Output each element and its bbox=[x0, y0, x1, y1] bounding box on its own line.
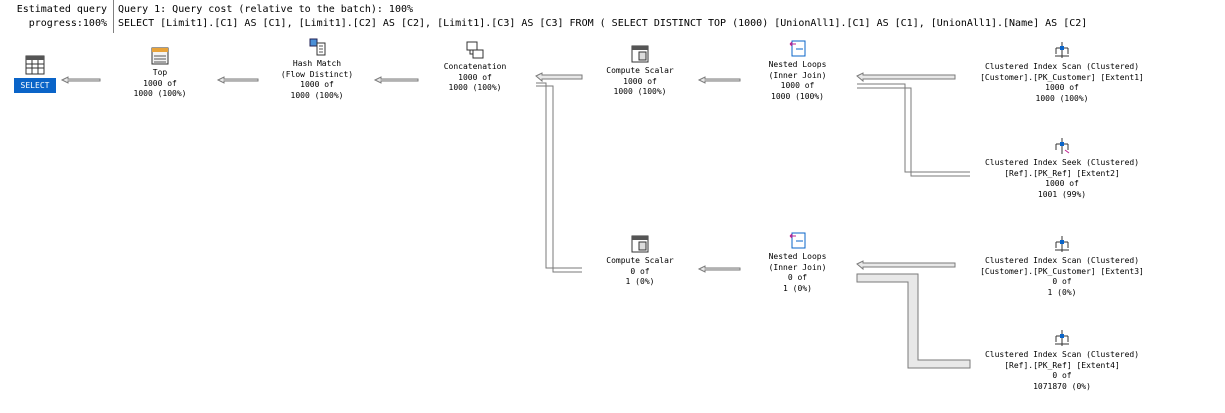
cs2-rows: 0 of bbox=[630, 266, 650, 276]
query-progress: Estimated query progress:100% bbox=[0, 0, 114, 33]
cs1-name: Compute Scalar bbox=[606, 66, 674, 75]
cis1-estimate: 1000 (100%) bbox=[1035, 93, 1089, 103]
hash-estimate: 1000 (100%) bbox=[290, 90, 344, 100]
clustered-index-scan-icon bbox=[1055, 42, 1069, 58]
seek-rows: 1000 of bbox=[1045, 179, 1079, 188]
top-rows: 1000 of bbox=[143, 78, 177, 88]
concat-rows: 1000 of bbox=[458, 72, 492, 82]
nl2-sub: (Inner Join) bbox=[768, 262, 827, 272]
arrow-scan-nl2 bbox=[856, 260, 971, 369]
nl2-estimate: 1 (0%) bbox=[783, 283, 812, 293]
concat-estimate: 1000 (100%) bbox=[448, 83, 502, 92]
node-clustered-index-seek[interactable]: Clustered Index Seek (Clustered) [Ref].[… bbox=[967, 136, 1157, 200]
top-operator-icon bbox=[151, 47, 169, 65]
nl1-rows: 1000 of bbox=[780, 81, 815, 90]
node-nested-loops-2[interactable]: Nested Loops (Inner Join) 0 of 1 (0%) bbox=[745, 230, 850, 294]
cs2-estimate: 1 (0%) bbox=[625, 277, 655, 286]
cis1-rows: 1000 of bbox=[1045, 83, 1079, 92]
nl2-rows: 0 of bbox=[787, 273, 808, 282]
cis3-object: [Customer].[PK_Customer] [Extent3] bbox=[980, 266, 1144, 276]
cis3-estimate: 1 (0%) bbox=[1047, 287, 1077, 297]
node-hash-match[interactable]: Hash Match (Flow Distinct) 1000 of 1000 … bbox=[262, 37, 372, 101]
cis3-name: Clustered Index Scan (Clustered) bbox=[984, 256, 1140, 265]
progress-line-2: progress:100% bbox=[28, 18, 107, 29]
cis4-rows: 0 of bbox=[1052, 371, 1072, 380]
node-compute-scalar-2[interactable]: Compute Scalar 0 of 1 (0%) bbox=[590, 234, 690, 288]
nested-loops-icon bbox=[789, 232, 805, 249]
top-name: Top bbox=[152, 68, 168, 77]
seek-estimate: 1001 (99%) bbox=[1037, 189, 1087, 199]
cs2-name: Compute Scalar bbox=[606, 256, 674, 265]
concatenation-icon bbox=[466, 41, 484, 59]
arrow-cs-concat bbox=[535, 72, 583, 273]
top-estimate: 1000 (100%) bbox=[133, 89, 187, 98]
node-concatenation[interactable]: Concatenation 1000 of 1000 (100%) bbox=[425, 40, 525, 94]
select-label[interactable]: SELECT bbox=[14, 78, 56, 93]
select-grid-icon bbox=[25, 55, 45, 75]
arrow-nl1-cs1 bbox=[697, 76, 741, 84]
clustered-index-scan-icon bbox=[1055, 330, 1069, 346]
hash-rows: 1000 of bbox=[300, 80, 334, 89]
cis3-rows: 0 of bbox=[1052, 277, 1072, 286]
compute-scalar-icon bbox=[631, 235, 649, 253]
concat-name: Concatenation bbox=[443, 62, 507, 71]
node-nested-loops-1[interactable]: Nested Loops (Inner Join) 1000 of 1000 (… bbox=[745, 38, 850, 102]
node-select[interactable] bbox=[18, 55, 52, 77]
nl2-name: Nested Loops bbox=[768, 252, 827, 261]
cis1-object: [Customer].[PK_Customer] [Extent1] bbox=[980, 72, 1144, 82]
hash-name: Hash Match bbox=[292, 59, 342, 68]
arrow-nl2-cs2 bbox=[697, 265, 741, 273]
node-clustered-index-scan-3[interactable]: Clustered Index Scan (Clustered) [Custom… bbox=[967, 234, 1157, 298]
cis1-name: Clustered Index Scan (Clustered) bbox=[984, 62, 1140, 71]
seek-object: [Ref].[PK_Ref] [Extent2] bbox=[1004, 168, 1120, 178]
arrow-concat-hash bbox=[373, 76, 419, 84]
hash-match-icon bbox=[309, 38, 326, 56]
query-header: Query 1: Query cost (relative to the bat… bbox=[118, 3, 1223, 31]
cis4-name: Clustered Index Scan (Clustered) bbox=[984, 350, 1140, 359]
arrow-scan-nl1 bbox=[856, 72, 970, 177]
cis4-estimate: 1071870 (0%) bbox=[1033, 381, 1091, 391]
hash-sub: (Flow Distinct) bbox=[280, 69, 354, 79]
node-top[interactable]: Top 1000 of 1000 (100%) bbox=[115, 46, 205, 100]
compute-scalar-icon bbox=[631, 45, 649, 63]
nested-loops-icon bbox=[789, 40, 805, 57]
cis4-object: [Ref].[PK_Ref] [Extent4] bbox=[1004, 360, 1120, 370]
nl1-sub: (Inner Join) bbox=[768, 70, 827, 80]
progress-line-1: Estimated query bbox=[16, 4, 107, 15]
nl1-estimate: 1000 (100%) bbox=[771, 91, 824, 101]
clustered-index-scan-icon bbox=[1055, 236, 1069, 252]
node-clustered-index-scan-1[interactable]: Clustered Index Scan (Clustered) [Custom… bbox=[967, 40, 1157, 104]
node-clustered-index-scan-4[interactable]: Clustered Index Scan (Clustered) [Ref].[… bbox=[967, 328, 1157, 392]
arrow-top-select bbox=[60, 76, 101, 84]
query-cost-title: Query 1: Query cost (relative to the bat… bbox=[118, 4, 414, 15]
cs1-rows: 1000 of bbox=[623, 76, 657, 86]
clustered-index-seek-icon bbox=[1055, 138, 1070, 154]
node-compute-scalar-1[interactable]: Compute Scalar 1000 of 1000 (100%) bbox=[590, 44, 690, 98]
cs1-estimate: 1000 (100%) bbox=[613, 87, 667, 96]
nl1-name: Nested Loops bbox=[768, 60, 827, 69]
arrow-hash-top bbox=[216, 76, 259, 84]
seek-name: Clustered Index Seek (Clustered) bbox=[984, 158, 1140, 167]
query-sql-text[interactable]: SELECT [Limit1].[C1] AS [C1], [Limit1].[… bbox=[118, 18, 1088, 29]
